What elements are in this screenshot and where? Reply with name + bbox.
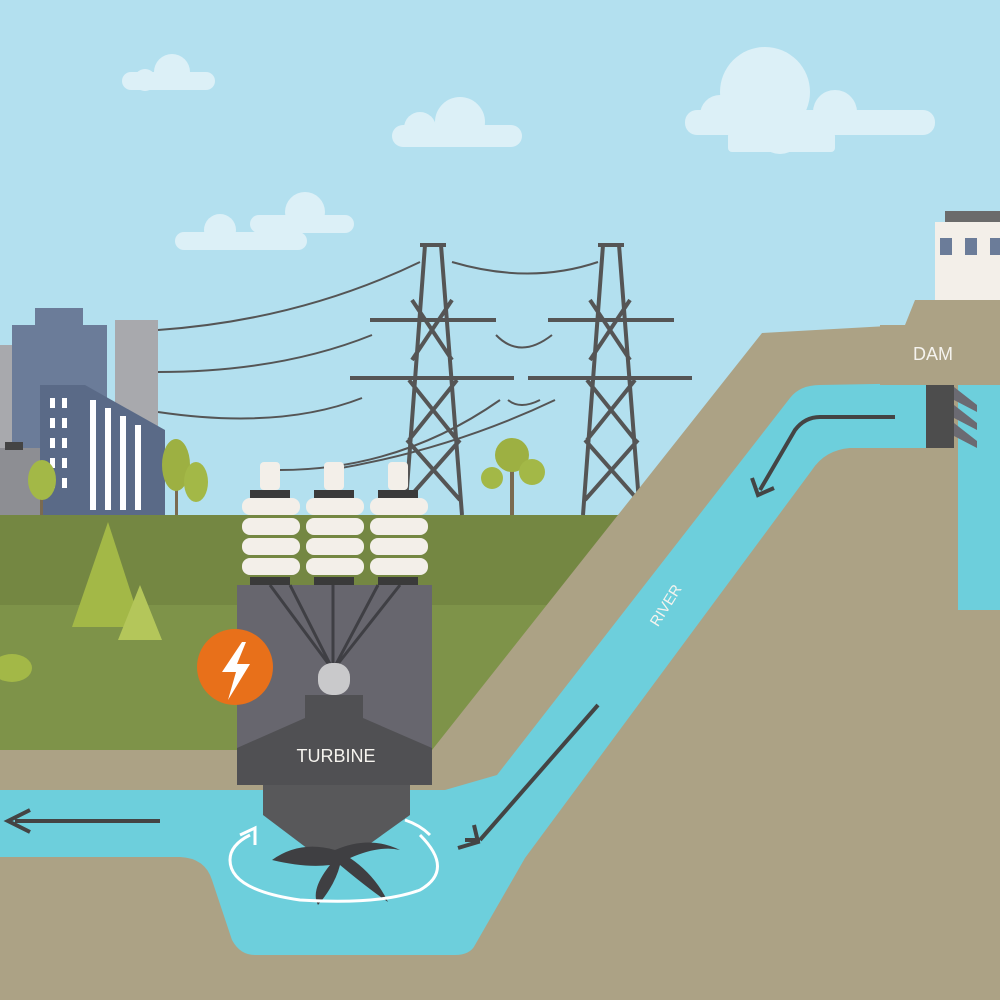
trees (0, 438, 545, 682)
turbine-label: TURBINE (296, 746, 375, 766)
tree-icon (118, 585, 162, 640)
turbine-blades (272, 842, 400, 905)
building-icon (40, 385, 165, 515)
cloud-icon (122, 54, 215, 91)
bush (0, 654, 32, 682)
power-tower-icon (350, 243, 514, 516)
dam-label: DAM (913, 344, 953, 364)
rotation-arrow-icon (228, 833, 439, 903)
power-lines (157, 261, 599, 471)
river (0, 383, 935, 955)
dam-building (935, 222, 1000, 302)
cloud-icon (392, 97, 522, 147)
tree-icon (162, 439, 208, 515)
dam: DAM (880, 211, 1000, 448)
insulators (242, 462, 428, 585)
flow-arrow-icon (3, 415, 895, 850)
clouds (122, 47, 935, 250)
turbine: TURBINE (228, 462, 439, 905)
dam-gate (926, 385, 954, 448)
tree-icon (481, 438, 545, 515)
tree-icon (72, 522, 142, 627)
lightning-bolt-icon (197, 629, 273, 705)
cloud-icon (685, 47, 935, 154)
city-buildings (0, 308, 165, 515)
cloud-icon (175, 192, 354, 250)
power-tower-icon (528, 243, 692, 516)
tree-icon (28, 460, 56, 515)
